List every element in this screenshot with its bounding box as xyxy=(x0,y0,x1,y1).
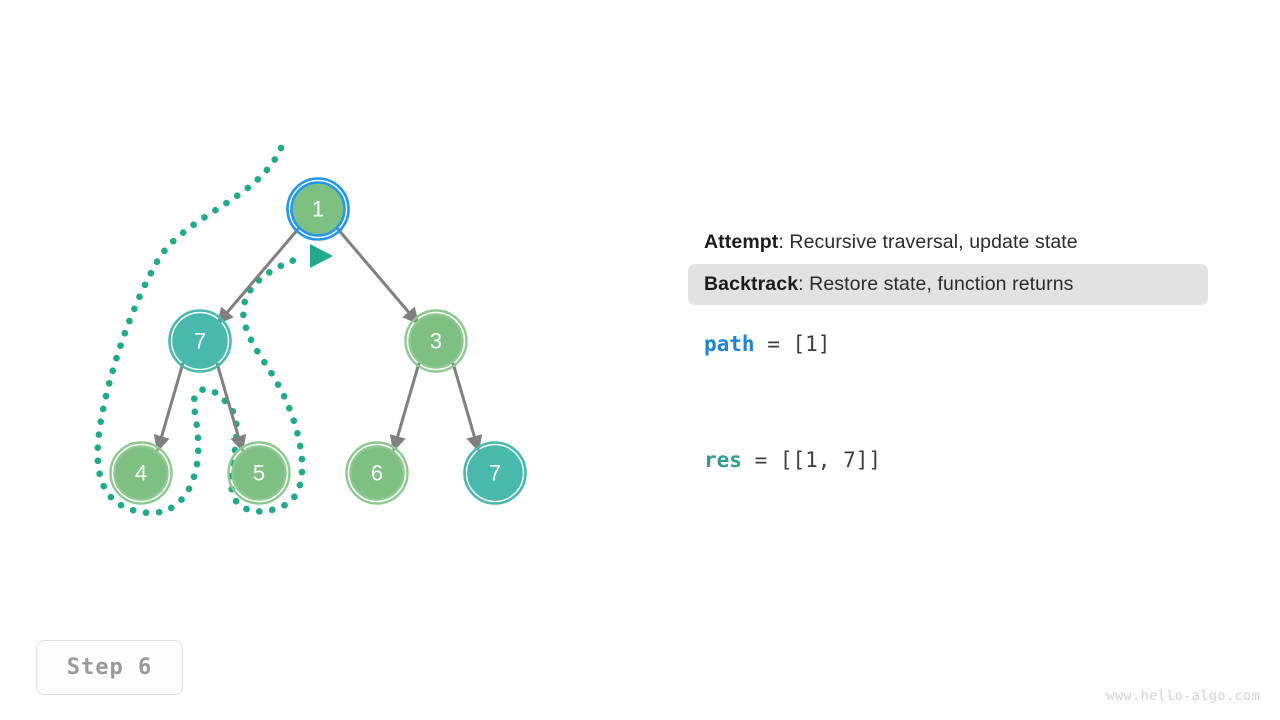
state-code-block: path = [1] res = [[1, 7]] xyxy=(688,315,1208,489)
legend-backtrack: Backtrack: Restore state, function retur… xyxy=(688,263,1208,305)
legend-backtrack-rest: : Restore state, function returns xyxy=(798,272,1074,295)
legend-attempt-lead: Attempt xyxy=(704,231,779,253)
legend-attempt-rest: : Recursive traversal, update state xyxy=(778,231,1078,253)
code-row-spacer xyxy=(704,373,1208,431)
tree-node-6[interactable]: 6 xyxy=(345,441,409,505)
node-4-outer-ring xyxy=(109,441,173,505)
node-4-label: 4 xyxy=(135,461,147,486)
tree-node-1[interactable]: 1 xyxy=(286,177,350,241)
edge-1-7 xyxy=(216,227,301,325)
node-3-outer-ring xyxy=(404,309,468,373)
var-res-name: res xyxy=(704,447,742,472)
var-path-name: path xyxy=(704,331,755,356)
legend-backtrack-lead: Backtrack xyxy=(704,272,799,295)
node-5-outer-ring xyxy=(227,441,291,505)
watermark: www.hello-algo.com xyxy=(1106,688,1260,704)
tree-diagram: 1 7 3 4 5 6 xyxy=(94,144,527,517)
node-1-outer-ring xyxy=(286,177,350,241)
legend-attempt: Attempt: Recursive traversal, update sta… xyxy=(688,222,1208,264)
node-1-label: 1 xyxy=(312,197,324,222)
edge-3-6 xyxy=(389,362,421,453)
node-6-label: 6 xyxy=(371,461,383,486)
tree-edges xyxy=(153,227,483,453)
node-7-right-label: 7 xyxy=(489,461,501,486)
trail-arrowhead xyxy=(310,244,333,268)
node-7-left-label: 7 xyxy=(194,329,206,354)
tree-node-7-right[interactable]: 7 xyxy=(463,441,527,505)
var-res-value: = [[1, 7]] xyxy=(741,447,882,472)
node-7-left-circle xyxy=(172,313,228,369)
edge-1-3 xyxy=(335,227,420,325)
node-6-outer-ring xyxy=(345,441,409,505)
node-4-circle xyxy=(113,445,169,501)
code-row-res: res = [[1, 7]] xyxy=(704,431,1208,489)
tree-node-4[interactable]: 4 xyxy=(109,441,173,505)
node-5-label: 5 xyxy=(253,461,265,486)
edge-3-7 xyxy=(451,362,483,453)
backtrack-trail xyxy=(94,144,306,517)
tree-node-3[interactable]: 3 xyxy=(404,309,468,373)
node-3-label: 3 xyxy=(430,329,442,354)
node-7-right-circle xyxy=(467,445,523,501)
tree-node-5[interactable]: 5 xyxy=(227,441,291,505)
code-row-path: path = [1] xyxy=(704,315,1208,373)
node-3-circle xyxy=(408,313,464,369)
edge-7-4 xyxy=(153,362,185,453)
tree-node-7-left[interactable]: 7 xyxy=(168,309,232,373)
edge-7-5 xyxy=(215,362,247,453)
info-panel: Attempt: Recursive traversal, update sta… xyxy=(688,222,1208,489)
node-7-right-outer-ring xyxy=(463,441,527,505)
tree-nodes: 1 7 3 4 5 6 xyxy=(109,177,527,505)
step-badge: Step 6 xyxy=(36,640,183,695)
node-7-left-outer-ring xyxy=(168,309,232,373)
node-1-circle xyxy=(290,181,346,237)
node-5-circle xyxy=(231,445,287,501)
node-6-circle xyxy=(349,445,405,501)
var-path-value: = [1] xyxy=(754,331,831,356)
